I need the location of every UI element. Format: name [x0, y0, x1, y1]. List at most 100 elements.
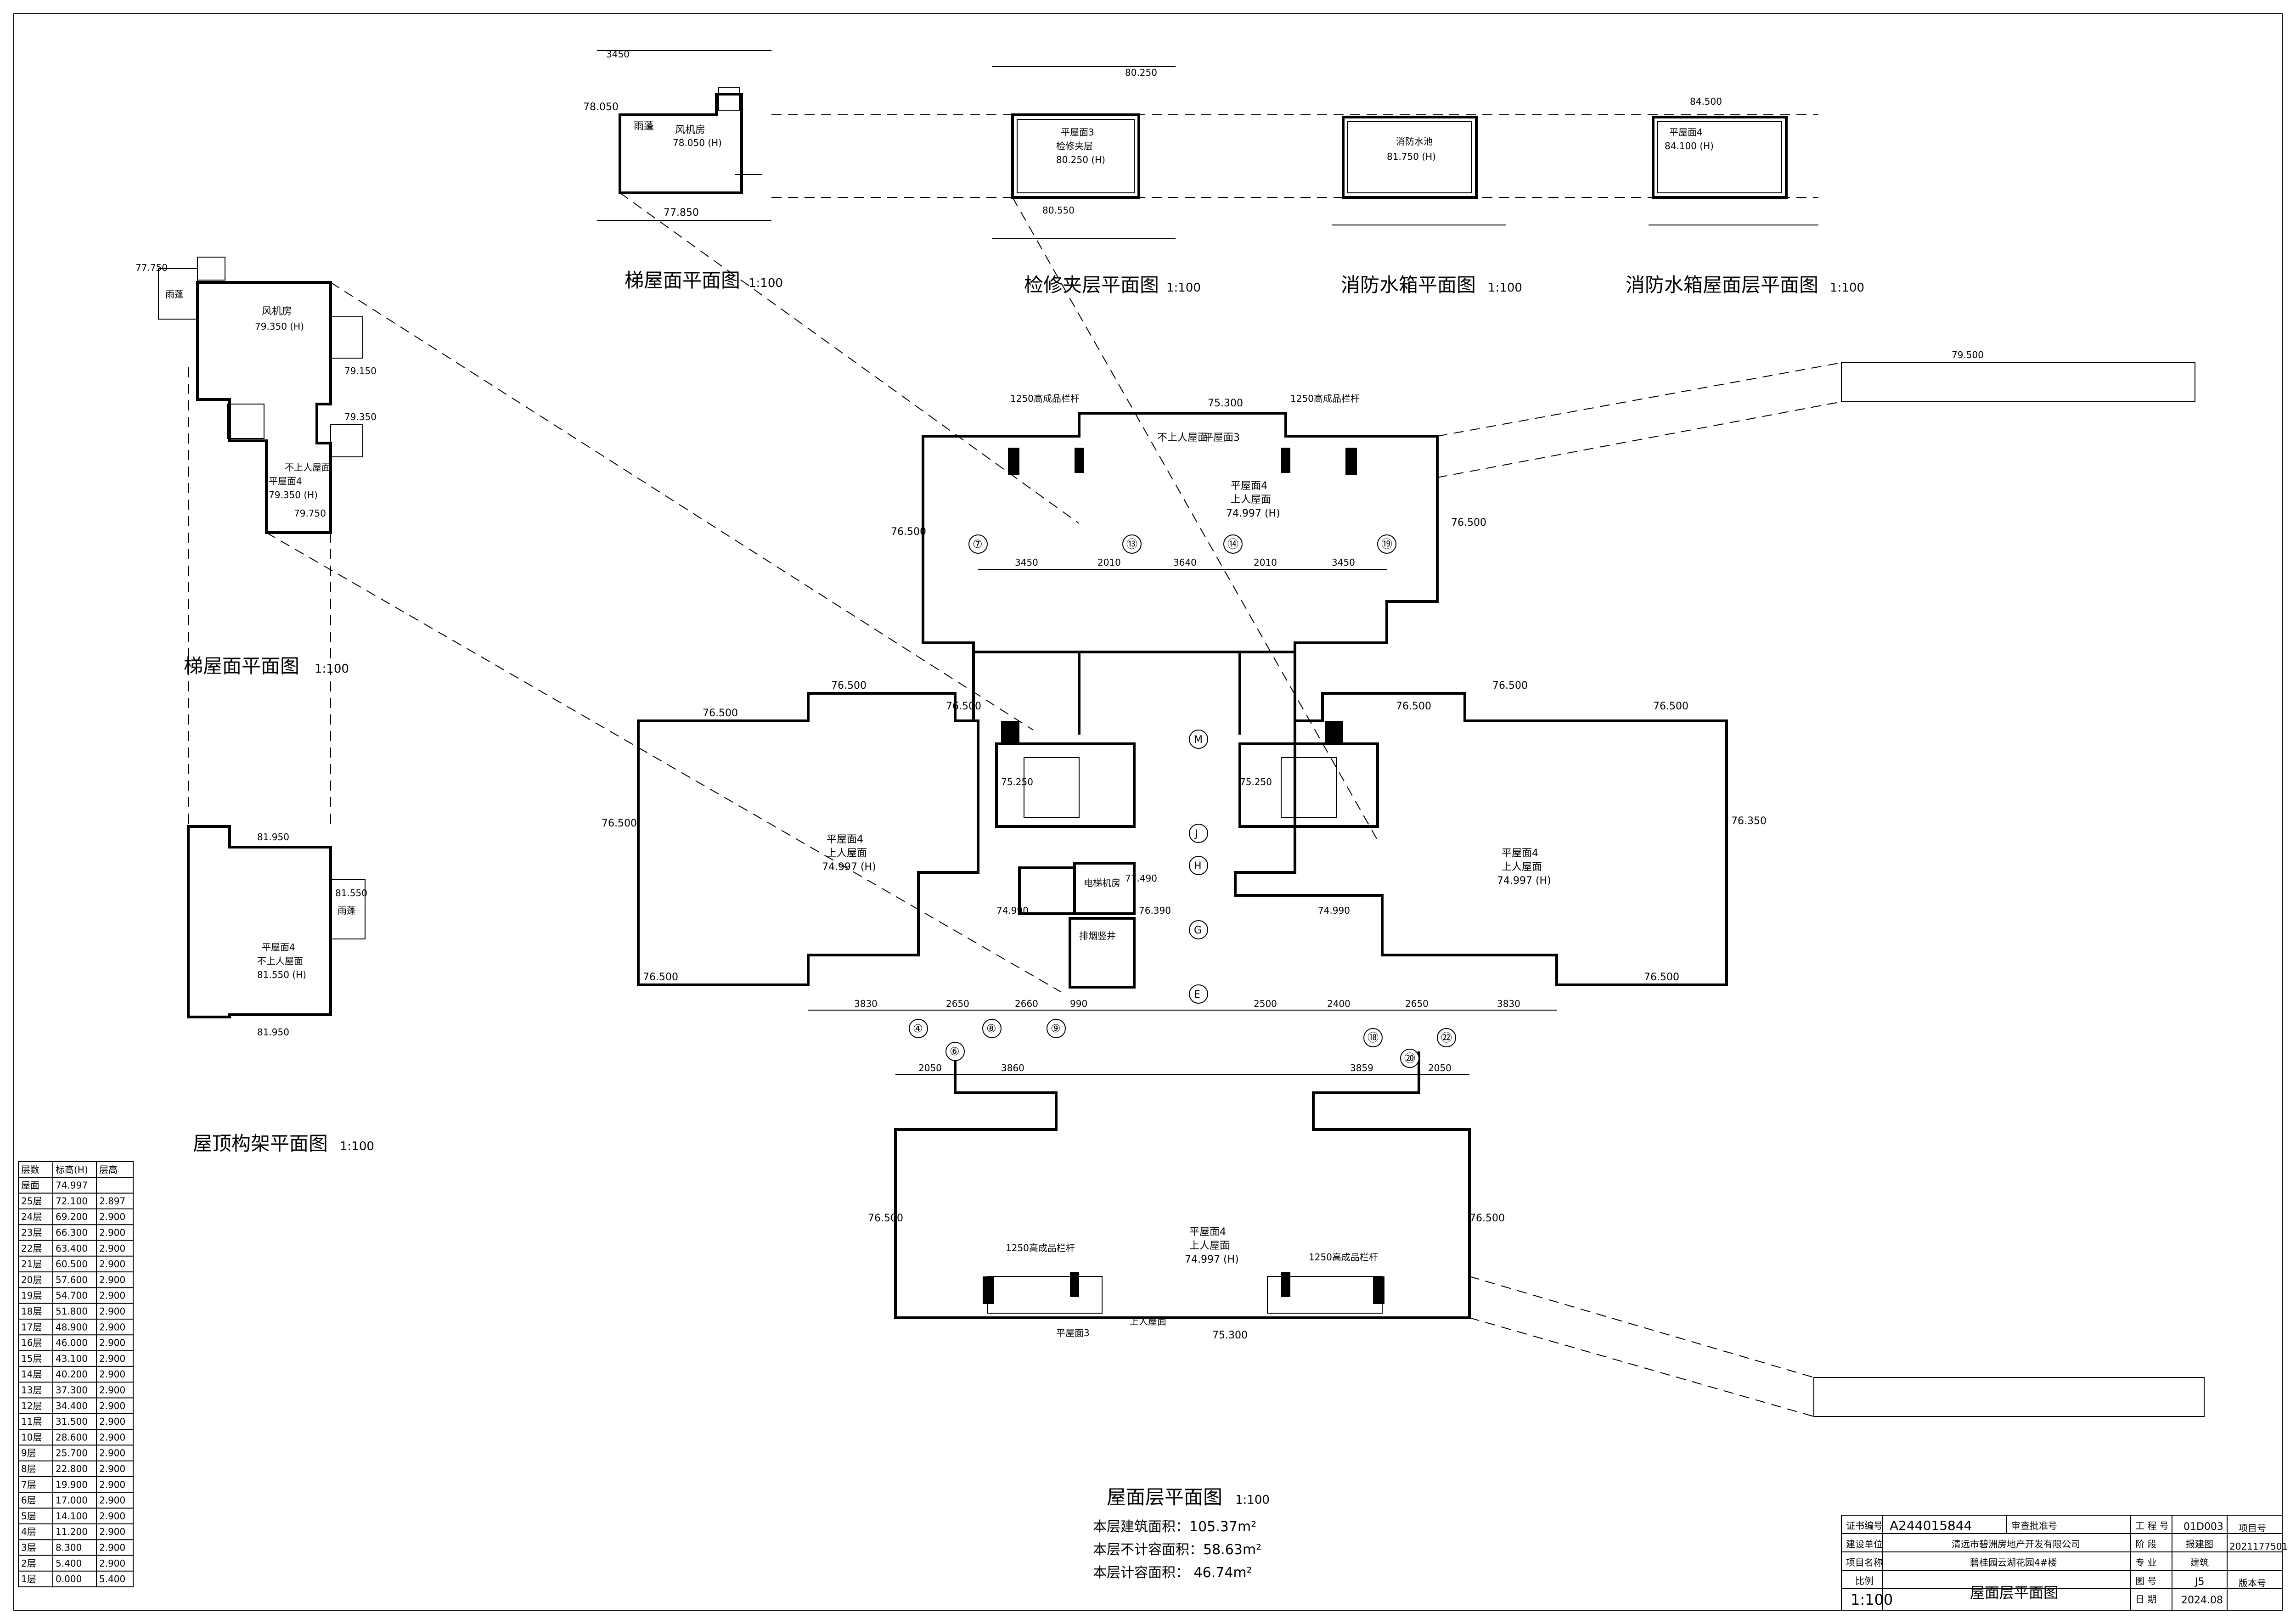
elev-77750: 77.750: [135, 262, 168, 273]
elev-76500-b: 76.500: [1451, 517, 1486, 528]
table-cell: 72.100: [56, 1196, 88, 1207]
title-block: 证书编号 A244015844 审查批准号 建设单位 清远市碧洲房地产开发有限公…: [1841, 1515, 2288, 1611]
table-cell: 51.800: [56, 1306, 88, 1317]
table-cell: 7层: [21, 1479, 36, 1490]
label-roof4-lower: 平屋面4: [1189, 1226, 1226, 1238]
table-cell: 2.900: [99, 1558, 125, 1569]
table-cell: 20层: [21, 1274, 42, 1285]
elev-84500: 84.500: [1690, 96, 1722, 107]
table-header: 标高(H): [56, 1164, 88, 1175]
elev-74990-b: 74.990: [1318, 905, 1350, 916]
elev-76500-i: 76.500: [602, 818, 637, 829]
dim-bottom-3: 2660: [1015, 998, 1038, 1009]
label-roof4: 平屋面4: [269, 476, 302, 487]
label-roof-access-left: 上人屋面: [827, 848, 867, 859]
drawing-name: 屋面层平面图: [1970, 1584, 2058, 1602]
axis-22: ㉒: [1441, 1031, 1452, 1044]
discipline-value: 建筑: [2190, 1557, 2209, 1568]
dim-lower-3: 3859: [1350, 1062, 1373, 1073]
title-roof-frame: 屋顶构架平面图: [193, 1132, 328, 1155]
stair-roof-plan-left: 风机房 79.350 (H) 雨蓬 不上人屋面 平屋面4 79.350 (H) …: [135, 257, 377, 826]
elev-79150: 79.150: [344, 365, 377, 376]
project-label: 项目名称: [1846, 1557, 1883, 1568]
dim-bottom-8: 3830: [1497, 998, 1520, 1009]
label-roof-access-main: 上人屋面: [1231, 494, 1271, 506]
item-no-value: 2021177501: [2229, 1541, 2288, 1552]
table-cell: 11.200: [56, 1526, 88, 1537]
table-cell: 19层: [21, 1290, 42, 1301]
table-cell: 16层: [21, 1337, 42, 1349]
label-fan-room: 风机房: [262, 306, 292, 317]
axis-19: ⑲: [1381, 538, 1392, 551]
table-cell: 1层: [21, 1573, 36, 1585]
label-tank: 消防水池: [1396, 136, 1433, 147]
table-cell: 2层: [21, 1558, 36, 1569]
label-stair-fan: 风机房: [675, 124, 705, 136]
label-roof-elev-right: 74.997 (H): [1497, 875, 1551, 887]
table-cell: 2.900: [99, 1337, 125, 1349]
table-cell: 2.900: [99, 1274, 125, 1285]
stage-value: 报建图: [2186, 1539, 2213, 1550]
table-cell: 2.900: [99, 1243, 125, 1254]
dim-lower-4: 2050: [1428, 1062, 1452, 1073]
elev-76390: 76.390: [1139, 905, 1171, 916]
table-cell: 2.900: [99, 1463, 125, 1474]
elev-74990-a: 74.990: [996, 905, 1029, 916]
label-stair-fan-elev: 78.050 (H): [673, 137, 722, 148]
sheet-border: [13, 13, 2283, 1611]
axis-20: ⑳: [1404, 1052, 1415, 1065]
axis-M: M: [1194, 734, 1203, 746]
label-roof4-right: 平屋面4: [1502, 848, 1538, 859]
label-elevator: 电梯机房: [1084, 877, 1120, 888]
dim-bottom-4: 990: [1070, 998, 1087, 1009]
table-cell: 54.700: [56, 1290, 88, 1301]
elev-79750: 79.750: [294, 508, 326, 519]
elev-81550: 81.550: [335, 888, 367, 899]
label-roof-elev-lower: 74.997 (H): [1185, 1254, 1239, 1265]
label-fan-room-elev: 79.350 (H): [255, 321, 304, 332]
dim-top-4: 2010: [1254, 557, 1277, 568]
dim-top-3: 3640: [1173, 557, 1197, 568]
table-header: 层数: [21, 1164, 39, 1175]
table-cell: 48.900: [56, 1321, 88, 1332]
table-frame: [18, 1161, 134, 1588]
dim-top-5: 3450: [1332, 557, 1355, 568]
label-roof-access-right: 上人屋面: [1502, 861, 1542, 873]
table-cell: 22层: [21, 1243, 42, 1254]
table-cell: 15层: [21, 1353, 42, 1364]
label-railing-lower-right: 1250高成品栏杆: [1309, 1252, 1378, 1263]
label-railing-right: 1250高成品栏杆: [1290, 393, 1360, 404]
axis-G: G: [1194, 925, 1202, 936]
elev-76500-h: 76.500: [1653, 701, 1688, 712]
title-water-tank: 消防水箱平面图: [1341, 274, 1476, 296]
elev-76500-e: 76.500: [946, 701, 981, 712]
table-cell: 23层: [21, 1227, 42, 1238]
label-frame-elev: 81.550 (H): [257, 969, 306, 980]
label-maint-elev: 80.250 (H): [1056, 154, 1105, 165]
project-value: 碧桂园云湖花园4#楼: [1970, 1557, 2057, 1568]
table-cell: 2.900: [99, 1321, 125, 1332]
elev-80550: 80.550: [1042, 205, 1075, 216]
axis-E: E: [1194, 989, 1200, 1000]
table-cell: 2.900: [99, 1432, 125, 1443]
label-smoke: 排烟竖井: [1079, 930, 1116, 941]
elev-76500-a: 76.500: [891, 526, 926, 538]
label-frame-no-access: 不上人屋面: [257, 955, 303, 967]
elev-81950-bottom: 81.950: [257, 1027, 289, 1038]
table-cell: 43.100: [56, 1353, 88, 1364]
table-cell: 2.900: [99, 1369, 125, 1380]
label-roof4-left: 平屋面4: [827, 834, 863, 845]
elev-76500-f: 76.500: [1396, 701, 1431, 712]
dim-3450-top: 3450: [606, 49, 630, 60]
table-cell: 14.100: [56, 1511, 88, 1522]
axis-18: ⑱: [1367, 1031, 1379, 1044]
table-cell: 18层: [21, 1306, 42, 1317]
title-maintenance: 检修夹层平面图: [1024, 274, 1159, 296]
axis-J: J: [1194, 828, 1198, 840]
table-cell: 34.400: [56, 1400, 88, 1411]
label-railing-left: 1250高成品栏杆: [1010, 393, 1080, 404]
date-label: 日 期: [2135, 1594, 2156, 1605]
elev-75250-a: 75.250: [1001, 776, 1033, 787]
